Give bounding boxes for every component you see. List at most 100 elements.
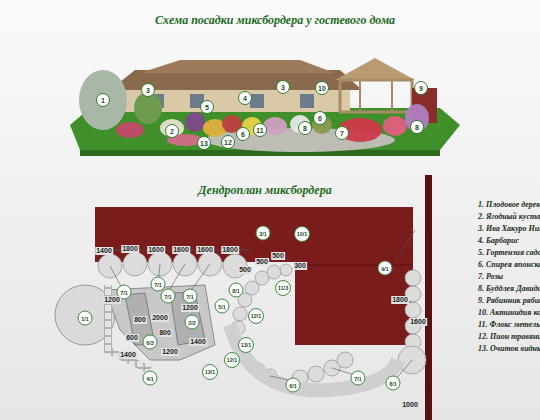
callout-circle: 7 [335, 126, 349, 140]
callout-circle: 12/1 [224, 352, 240, 368]
callout-circle: 4 [238, 91, 252, 105]
callout-number: 1/1 [81, 315, 89, 321]
plant-list-item: 6. Спирея японска [478, 260, 540, 270]
dimension-label: 1200 [181, 304, 199, 312]
callout-circle: 7/1 [161, 289, 176, 304]
dimension-label: 1600 [196, 246, 214, 254]
callout-circle: 1 [96, 93, 110, 107]
callout-number: 7/1 [186, 293, 194, 299]
callout-number: 13/1 [205, 369, 216, 375]
callout-circle: 10/1 [294, 226, 310, 242]
plant-list-item: 4. Барбарис [478, 236, 519, 246]
dimension-label: 300 [293, 262, 307, 270]
callout-number: 2 [170, 128, 174, 135]
plant-list-item: 9. Рябинник рябин [478, 296, 540, 306]
callout-number: 10 [318, 85, 326, 92]
callout-circle: 6/3 [143, 335, 158, 350]
section-title: Дендроплан миксбордера [198, 183, 331, 198]
callout-circle: 10 [315, 81, 329, 95]
dimension-label: 1600 [172, 246, 190, 254]
plant-list-item: 3. Ива Хакуро Ниш [478, 224, 540, 234]
dimension-label: 600 [125, 334, 139, 342]
dimension-label: 1600 [409, 318, 427, 326]
callout-circle: 8/1 [386, 376, 401, 391]
plant-list-item: 11. Флокс метель [478, 320, 540, 330]
callout-number: 9 [419, 85, 423, 92]
dimension-label: 500 [255, 258, 269, 266]
callout-number: 6 [241, 131, 245, 138]
dimension-label: 1800 [391, 296, 409, 304]
callout-number: 13 [200, 140, 208, 147]
plant-list-item: 7. Розы [478, 272, 503, 282]
callout-number: 6/1 [289, 382, 297, 388]
dimension-label: 1200 [103, 296, 121, 304]
callout-circle: 6 [236, 127, 250, 141]
callout-number: 9/1 [381, 265, 389, 271]
callout-circle: 8 [298, 121, 312, 135]
callout-circle: 3 [141, 83, 155, 97]
callout-circle: 13/1 [238, 337, 254, 353]
dimension-label: 1000 [401, 401, 419, 409]
callout-circle: 5 [200, 100, 214, 114]
callout-number: 3 [146, 87, 150, 94]
dimension-label: 1800 [221, 246, 239, 254]
callout-number: 13/1 [241, 342, 252, 348]
callout-number: 12/1 [251, 313, 262, 319]
dimension-label: 1400 [95, 247, 113, 255]
plant-list-item: 12. Пион травяни [478, 332, 540, 342]
callout-circle: 2 [165, 124, 179, 138]
callout-circle: 11 [253, 123, 267, 137]
dimension-label: 1800 [121, 245, 139, 253]
dimension-label: 800 [133, 316, 147, 324]
callout-circle: 7/1 [351, 371, 366, 386]
dimension-label: 800 [158, 329, 172, 337]
callout-number: 3 [281, 84, 285, 91]
callout-circle: 6/1 [286, 378, 301, 393]
dimension-label: 1600 [147, 246, 165, 254]
callout-circle: 5/1 [215, 299, 230, 314]
callout-number: 12 [224, 139, 232, 146]
callout-circle: 7/1 [183, 289, 198, 304]
callout-number: 11 [256, 127, 263, 134]
callout-number: 8 [303, 125, 307, 132]
callout-circle: 12/1 [248, 308, 264, 324]
dimension-label: 500 [238, 266, 252, 274]
callout-circle: 1/1 [78, 311, 93, 326]
callout-number: 8/1 [389, 380, 397, 386]
callout-number: 1 [101, 97, 105, 104]
callout-number: 4/1 [146, 375, 154, 381]
callout-circle: 11/3 [275, 280, 291, 296]
dimension-label: 1400 [119, 351, 137, 359]
callout-number: 8/1 [232, 287, 240, 293]
callout-number: 2/2 [188, 319, 196, 325]
dimension-label: 1400 [189, 338, 207, 346]
callout-circle: 9/1 [378, 261, 393, 276]
callout-circle: 8/1 [229, 283, 244, 298]
callout-number: 8 [415, 124, 419, 131]
callout-number: 3/1 [259, 230, 267, 236]
title: Схема посадки миксбордера у гостевого до… [155, 13, 395, 28]
callout-number: 7/1 [354, 375, 362, 381]
dimension-label: 500 [271, 252, 285, 260]
callout-number: 12/1 [227, 357, 238, 363]
callout-number: 5/1 [218, 303, 226, 309]
callout-circle: 13/1 [202, 364, 218, 380]
plant-list-item: 2. Ягодный кустар [478, 212, 540, 222]
plant-list-item: 10. Актинидия ко [478, 308, 540, 318]
callout-number: 6/3 [146, 339, 154, 345]
callout-number: 7 [340, 130, 344, 137]
plant-list-item: 5. Гортензия садо [478, 248, 540, 258]
callout-number: 10/1 [297, 231, 308, 237]
dimension-label: 2000 [151, 314, 169, 322]
callout-circle: 8 [410, 120, 424, 134]
callout-circle: 4/1 [143, 371, 158, 386]
callout-circle: 6 [313, 111, 327, 125]
callout-circle: 3 [276, 80, 290, 94]
callout-circle: 9 [414, 81, 428, 95]
callout-circle: 2/2 [185, 315, 200, 330]
callout-number: 7/1 [164, 293, 172, 299]
callout-circle: 3/1 [256, 226, 271, 241]
callout-circle: 12 [221, 135, 235, 149]
callout-number: 7/1 [154, 281, 162, 287]
